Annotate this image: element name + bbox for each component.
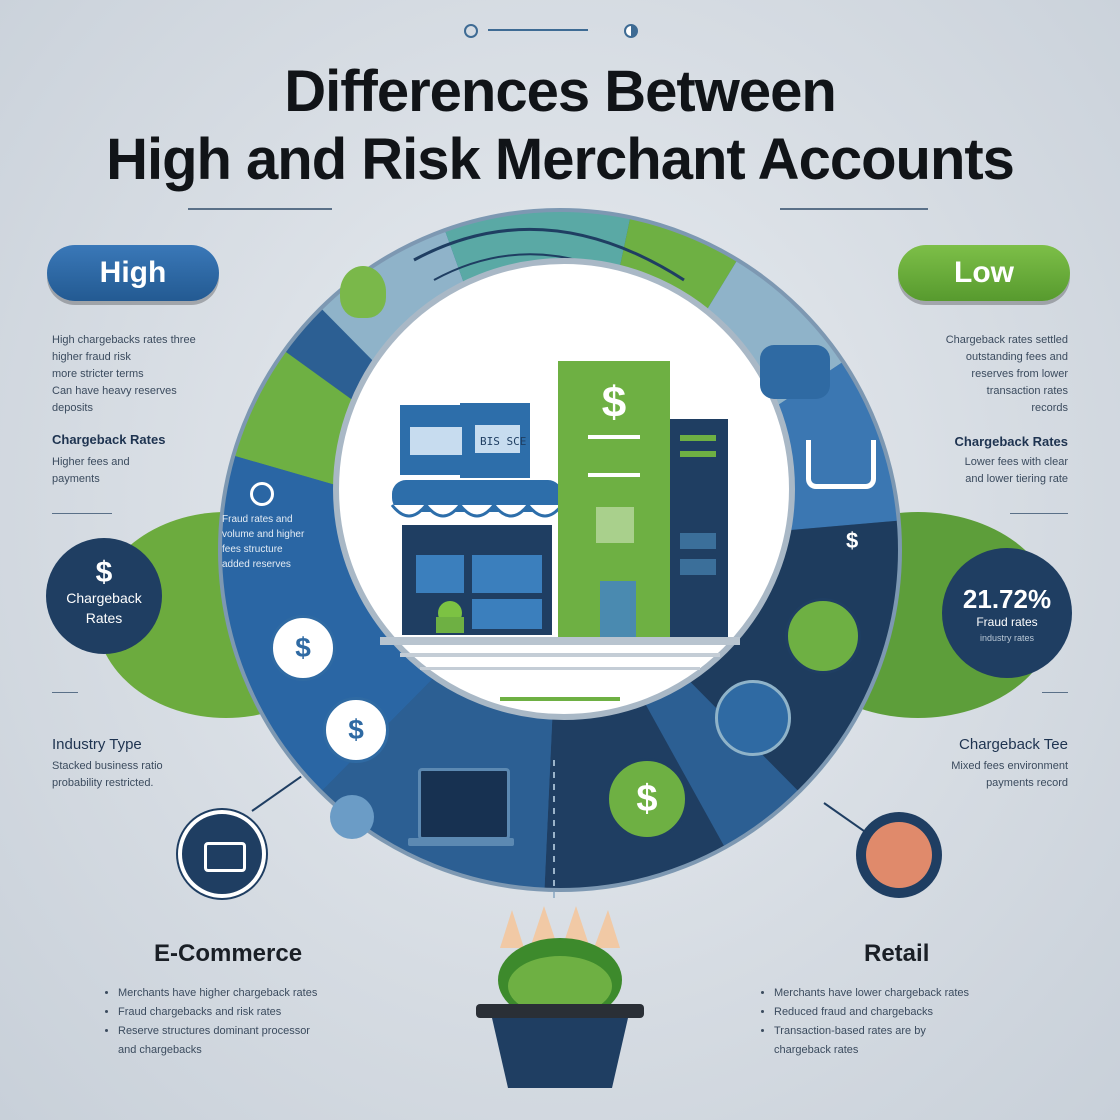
- center-dollar: $: [602, 378, 626, 427]
- ecommerce-bullets: Merchants have higher chargeback rates F…: [106, 984, 418, 1060]
- shopping-cart-icon: [806, 440, 876, 489]
- list-item: Merchants have lower chargeback rates: [774, 984, 1074, 1003]
- laptop-base-icon: [408, 838, 514, 846]
- list-item: Merchants have higher chargeback rates: [118, 984, 418, 1003]
- stat-sub: industry rates: [979, 633, 1035, 643]
- low-chargeback-label: Chargeback Rates: [954, 434, 1068, 449]
- industry-right-label: Chargeback Tee: [959, 736, 1068, 753]
- chart-check-icon: [785, 598, 861, 674]
- chargeback-rates-badge[interactable]: $ Chargeback Rates: [46, 538, 162, 654]
- divider-left-3: [52, 692, 78, 693]
- stat-value: 21.72%: [962, 584, 1052, 614]
- globe-icon: [715, 680, 791, 756]
- divider-left: [188, 208, 332, 210]
- divider-right-2: [1010, 513, 1068, 514]
- luggage-icon: [760, 345, 830, 399]
- storefront-illustration: BIS SCE $: [380, 361, 740, 701]
- ecommerce-title: E-Commerce: [154, 940, 303, 967]
- retail-bullets: Merchants have lower chargeback rates Re…: [762, 984, 1074, 1060]
- divider-right-3: [1042, 692, 1068, 693]
- dollar-badge-icon-2: $: [323, 697, 389, 763]
- dollar-green-badge-icon: $: [606, 758, 688, 840]
- high-risk-pill[interactable]: High: [47, 245, 219, 301]
- industry-type-label: Industry Type: [52, 736, 142, 753]
- stat-label: Fraud rates: [976, 615, 1038, 629]
- top-decoration: [464, 24, 640, 38]
- badge-label-2: Rates: [85, 610, 123, 626]
- badge-label-1: Chargeback: [66, 590, 142, 606]
- dollar-badge-icon: $: [270, 615, 336, 681]
- card-text: BIS SCE: [480, 435, 526, 448]
- divider-right: [780, 208, 928, 210]
- gear-icon: [330, 795, 374, 839]
- list-item: Reduced fraud and chargebacks: [774, 1003, 1074, 1022]
- fraud-stat-badge[interactable]: 21.72% Fraud rates industry rates: [942, 548, 1072, 678]
- dollar-small-icon: $: [846, 528, 859, 553]
- lightbulb-icon: [340, 266, 386, 318]
- list-item: Reserve structures dominant processor: [118, 1022, 418, 1041]
- dollar-icon: $: [95, 556, 113, 589]
- page-title-line2: High and Risk Merchant Accounts: [106, 127, 1015, 192]
- list-item: Fraud chargebacks and risk rates: [118, 1003, 418, 1022]
- page-title-line1: Differences Between: [284, 59, 837, 124]
- list-item: Transaction-based rates are by: [774, 1022, 1074, 1041]
- high-chargeback-label: Chargeback Rates: [52, 432, 166, 447]
- list-item: and chargebacks: [118, 1044, 202, 1056]
- credit-card-icon[interactable]: [178, 810, 266, 898]
- divider-left-2: [52, 513, 112, 514]
- location-pin-icon: [250, 482, 274, 506]
- retail-title: Retail: [864, 940, 930, 967]
- low-risk-pill[interactable]: Low: [898, 245, 1070, 301]
- list-item: chargeback rates: [774, 1044, 859, 1056]
- retail-badge-icon[interactable]: [856, 812, 942, 898]
- laptop-icon: [418, 768, 510, 840]
- basket-hands-illustration: [476, 906, 644, 1088]
